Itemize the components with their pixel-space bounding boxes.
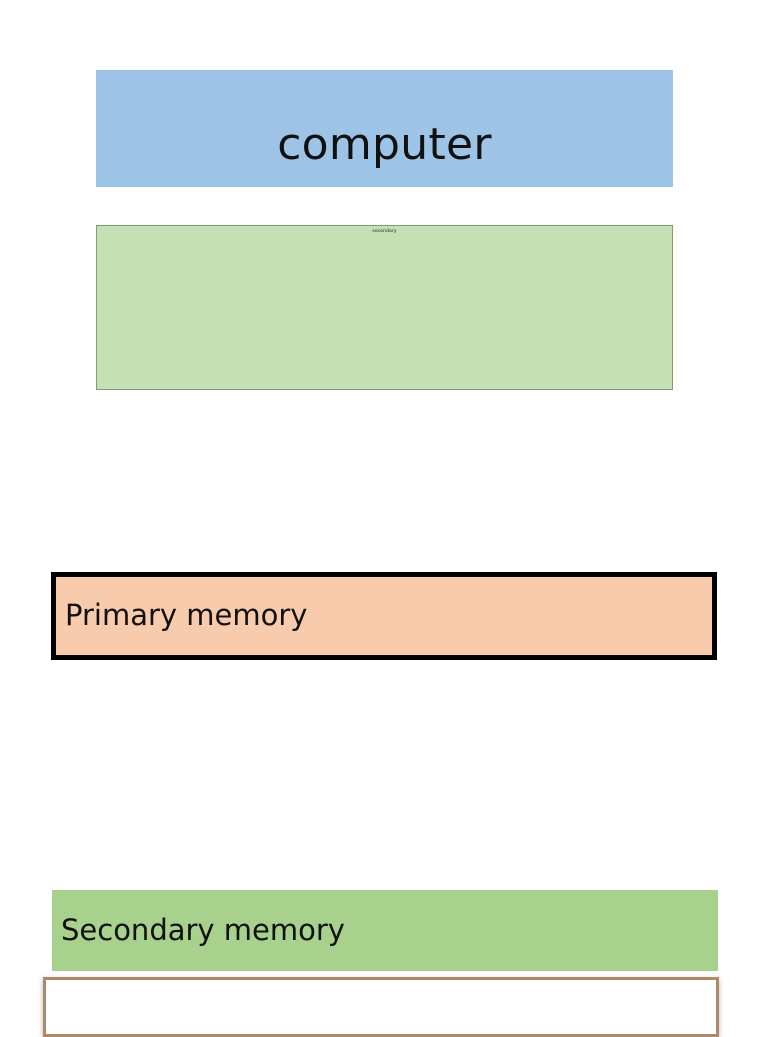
primary-memory-label: Primary memory <box>65 598 308 633</box>
framed-content-box <box>43 977 719 1037</box>
panel-micro-label: secondary <box>372 229 397 234</box>
title-banner: computer <box>96 70 673 187</box>
secondary-memory-label: Secondary memory <box>61 912 345 947</box>
content-panel: secondary <box>96 225 673 390</box>
framed-content-box-inner <box>51 985 711 1034</box>
secondary-memory-box: Secondary memory <box>52 890 718 971</box>
primary-memory-box: Primary memory <box>51 572 717 660</box>
page-title: computer <box>277 119 492 170</box>
